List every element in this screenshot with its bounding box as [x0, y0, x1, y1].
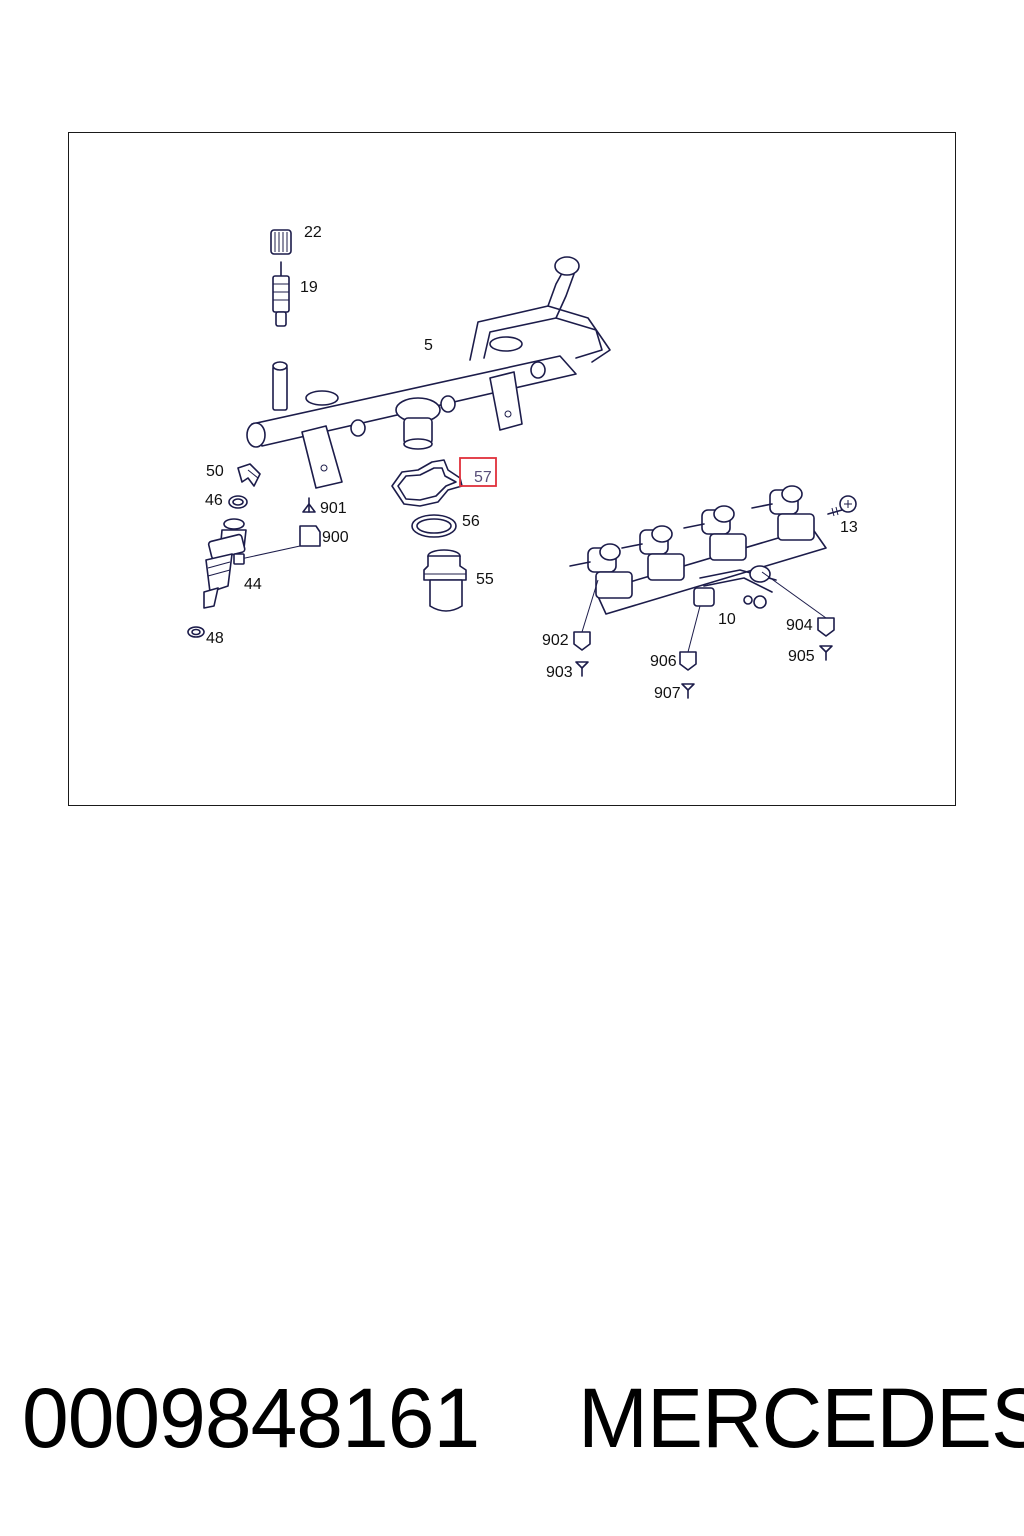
part-55-damper: [423, 549, 467, 612]
part-number: 0009848161: [22, 1371, 480, 1465]
part-46-o-ring: [228, 495, 248, 509]
label-46: 46: [205, 492, 223, 509]
part-902-nut-marker: [573, 579, 599, 651]
part-44-injector: [203, 518, 247, 609]
label-10: 10: [718, 611, 736, 628]
part-906-nut-marker: [679, 605, 701, 671]
part-907-screw-marker: [681, 683, 695, 699]
label-22: 22: [304, 224, 322, 241]
part-48-o-ring: [187, 626, 205, 638]
part-50-clip: [237, 463, 261, 487]
highlight-box-57: [459, 457, 497, 487]
part-905-screw-marker: [819, 645, 833, 661]
part-13-screw: [827, 495, 857, 517]
part-904-nut-marker: [761, 571, 835, 637]
label-902: 902: [542, 632, 569, 649]
part-56-o-ring: [411, 514, 457, 538]
part-900-nut-marker: [235, 525, 321, 561]
label-19: 19: [300, 279, 318, 296]
caption: 0009848161 MERCEDES: [0, 1368, 1024, 1468]
label-44: 44: [244, 576, 262, 593]
label-48: 48: [206, 630, 224, 647]
label-13: 13: [840, 519, 858, 536]
label-907: 907: [654, 685, 681, 702]
label-5: 5: [424, 337, 433, 354]
label-900: 900: [322, 529, 349, 546]
diagram-frame: [68, 132, 956, 806]
label-904: 904: [786, 617, 813, 634]
part-19-valve: [272, 261, 290, 327]
part-5-fuel-rail: [246, 256, 611, 489]
label-901: 901: [320, 500, 347, 517]
part-901-screw-marker: [302, 497, 316, 513]
label-55: 55: [476, 571, 494, 588]
label-56: 56: [462, 513, 480, 530]
part-903-screw-marker: [575, 661, 589, 677]
label-903: 903: [546, 664, 573, 681]
label-905: 905: [788, 648, 815, 665]
part-22-cap: [270, 229, 292, 255]
label-906: 906: [650, 653, 677, 670]
brand-name: MERCEDES: [578, 1371, 1024, 1465]
label-50: 50: [206, 463, 224, 480]
part-10-injector-harness: [569, 485, 827, 615]
part-57-seal: [391, 459, 463, 507]
parts-diagram: 22 19 5 50 46 901 900 57 56 44 55 13 48 …: [187, 224, 858, 702]
label-57: 57: [474, 469, 492, 486]
